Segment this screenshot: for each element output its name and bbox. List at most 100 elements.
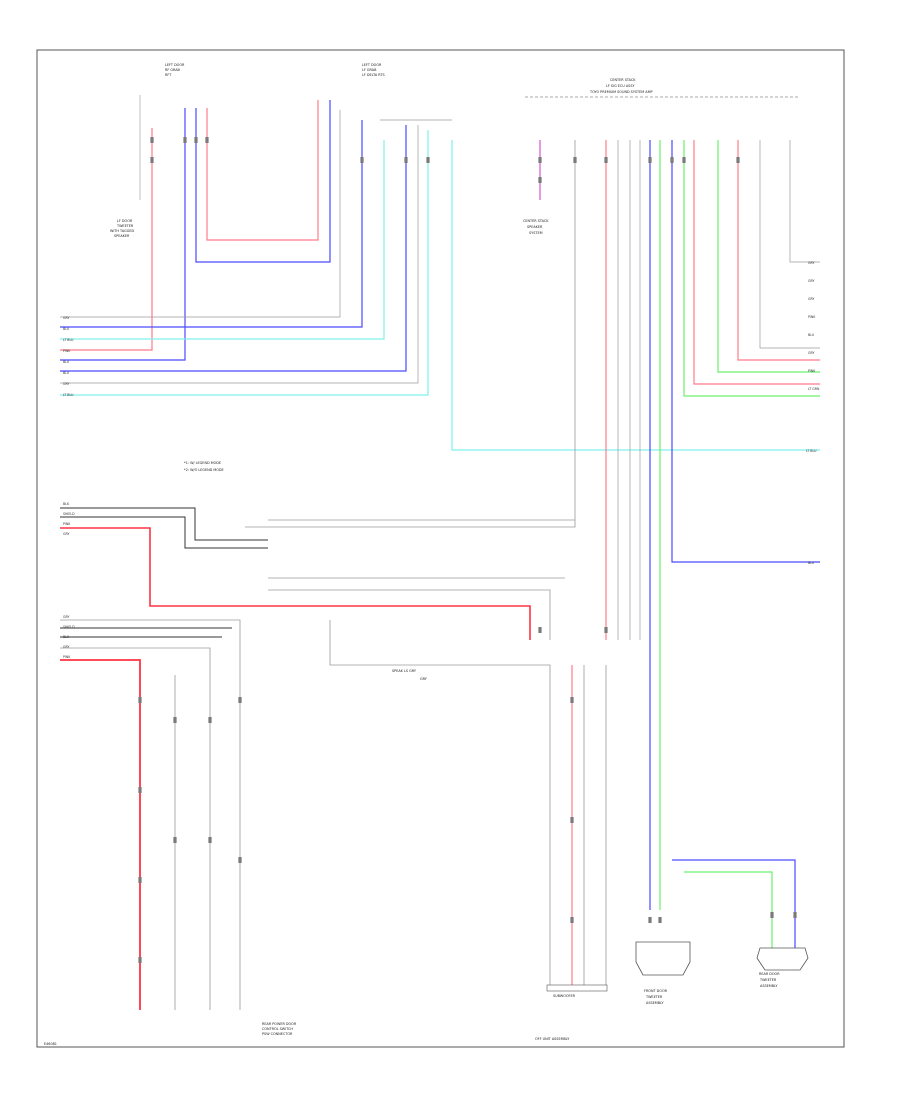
connector-mark xyxy=(238,857,242,863)
header-left-line-3: RFT xyxy=(165,73,172,77)
wire-mid-blk xyxy=(60,507,268,541)
wire-tag: PINK xyxy=(808,315,816,319)
connector-mark xyxy=(360,157,364,163)
subwoofer-box xyxy=(546,984,608,992)
wire-md-gry xyxy=(60,110,341,318)
rear-tweeter-line-1: REAR DOOR xyxy=(759,972,780,976)
bottom-left-line-1: REAR POWER DOOR xyxy=(262,1022,297,1026)
connector-mark xyxy=(404,157,408,163)
header-right-module: CENTER STACK LF SIG ECU ASSY TOYO PREMIU… xyxy=(589,78,653,94)
connector-mark xyxy=(173,717,177,723)
connector-mark xyxy=(604,157,608,163)
center-speaker-line-1: CENTER STACK xyxy=(523,219,549,223)
page-code: E46081 xyxy=(44,1042,57,1046)
connector-mark xyxy=(150,157,154,163)
connector-mark xyxy=(538,157,542,163)
wire-md-gry2 xyxy=(60,125,419,384)
wire-tag: GRY xyxy=(808,351,814,355)
connector-mark xyxy=(570,917,574,923)
wire-lf-blu-b xyxy=(195,100,331,263)
header-left-line-1: LEFT DOOR xyxy=(165,63,185,67)
connector-mark xyxy=(208,837,212,843)
wire-tag: PINK xyxy=(63,655,71,659)
wire-tag: GRY xyxy=(63,615,69,619)
wire-tag: GRY xyxy=(63,316,69,320)
connector-mark xyxy=(736,157,740,163)
rear-tweeter-line-2: TWEETER xyxy=(759,978,777,982)
wire-lf-pink xyxy=(60,128,153,351)
wire-md-ltblu2 xyxy=(60,130,429,396)
wire-md-ltblu3 xyxy=(451,140,820,451)
wire-lf-red xyxy=(206,100,319,241)
bottom-left-line-2: CONTROL SWITCH xyxy=(262,1027,293,1031)
wire-tag: BLU xyxy=(808,561,815,565)
wire-mid-shield xyxy=(60,516,268,549)
connector-mark xyxy=(570,697,574,703)
wire-tag: BLU xyxy=(63,360,70,364)
wire-tag: BLU xyxy=(808,333,815,337)
connector-mark xyxy=(573,157,577,163)
wire-md-blu2 xyxy=(60,125,407,372)
front-tweeter-line-3: ASSEMBLY xyxy=(646,1001,664,1005)
wire-tag: BLU xyxy=(63,327,70,331)
legend-b: *2: W/O LEGEND MODE xyxy=(184,468,224,472)
front-tweeter-line-2: TWEETER xyxy=(645,995,663,999)
header-mid-line-1: LEFT DOOR xyxy=(362,63,382,67)
front-tweeter-line-1: FRONT DOOR xyxy=(644,989,668,993)
wire-rm-gry6 xyxy=(789,140,820,263)
wire-rm-grn2 xyxy=(683,140,820,397)
header-right-line-3: TOYO PREMIUM SOUND SYSTEM AMP xyxy=(589,90,653,94)
wire-rm-pink2 xyxy=(693,140,820,385)
rear-tweeter-box xyxy=(756,947,809,971)
front-tweeter-label: FRONT DOOR TWEETER ASSEMBLY xyxy=(644,989,668,1005)
front-tweeter-box xyxy=(635,941,691,976)
wire-tag: BLU xyxy=(63,371,70,375)
connector-mark xyxy=(138,957,142,963)
connector-mark xyxy=(670,157,674,163)
lf-tweeter-line-4: SPEAKER xyxy=(114,234,130,238)
rear-tweeter-line-3: ASSEMBLY xyxy=(760,984,778,988)
connector-mark xyxy=(205,137,209,143)
center-speaker-line-3: SYSTEM xyxy=(529,231,543,235)
connector-mark xyxy=(604,627,608,633)
header-left-line-2: RF GRAB xyxy=(165,68,181,72)
wire-tag: GRY xyxy=(808,279,814,283)
header-mid-line-2: LF GRAB xyxy=(362,68,377,72)
wire-low-gry xyxy=(60,619,241,1010)
connector-mark xyxy=(138,787,142,793)
connector-mark xyxy=(183,137,187,143)
wire-rm-pink3 xyxy=(737,140,820,361)
wire-low-pink xyxy=(60,659,141,1010)
wire-rm-gry xyxy=(245,140,576,528)
connector-mark xyxy=(770,912,774,918)
wire-tag: PINK xyxy=(63,349,71,353)
wire-spk-grn xyxy=(684,871,773,948)
wire-layer xyxy=(60,95,820,1010)
wire-tag: GRY xyxy=(63,532,69,536)
wire-mid-bus3 xyxy=(268,589,551,640)
lf-tweeter-line-3: WITH TAGGED xyxy=(110,229,135,233)
wire-spk-blu xyxy=(672,859,796,948)
diagram-frame xyxy=(36,49,845,1048)
wire-rm-gry5 xyxy=(759,140,820,349)
lf-tweeter-line-1: LF DOOR xyxy=(117,219,133,223)
header-left-door: LEFT DOOR RF GRAB RFT xyxy=(165,63,185,77)
connector-mark xyxy=(138,877,142,883)
lf-tweeter-line-2: TWEETER xyxy=(116,224,134,228)
subwoofer-label: SUBWOOFER xyxy=(553,994,576,998)
header-right-line-1: CENTER STACK xyxy=(610,78,636,82)
rear-tweeter-label: REAR DOOR TWEETER ASSEMBLY xyxy=(759,972,780,988)
wire-tag: GRY xyxy=(63,645,69,649)
wire-tag: LT GRN xyxy=(808,387,820,391)
wire-mid-pink xyxy=(60,527,531,640)
connector-mark xyxy=(426,157,430,163)
wire-tag: SHIELD xyxy=(63,625,75,629)
wire-tag: LT BLU xyxy=(63,338,74,342)
wire-tag: GRY xyxy=(63,382,69,386)
center-speaker-line-2: SPEAKER xyxy=(527,225,543,229)
header-mid-line-3: LF DELTA RTS xyxy=(362,73,385,77)
connector-mark xyxy=(648,917,652,923)
wire-tag: PINK xyxy=(808,369,816,373)
wire-rm-grn3 xyxy=(717,140,820,373)
wire-tag: BLK xyxy=(63,502,70,506)
